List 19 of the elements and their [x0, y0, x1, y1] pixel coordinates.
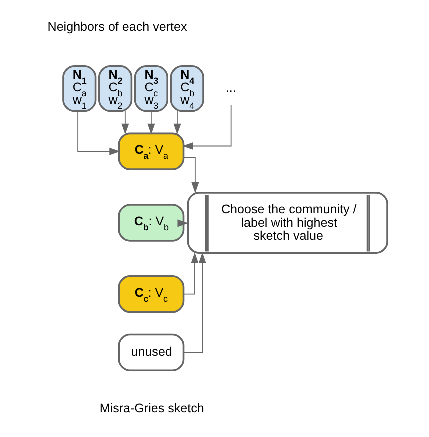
node-box: N$_{1}$ C$_{a}$ w$_{1}$ [62, 65, 97, 112]
node-box: C$_{c}$: V$_{c}$ [118, 276, 185, 314]
arrow [183, 157, 200, 194]
node-box: N$_{3}$ C$_{c}$ w$_{3}$ [134, 65, 168, 112]
arrow [183, 252, 199, 295]
label: Misra-Gries sketch [100, 402, 204, 416]
arrow [174, 111, 182, 135]
node-box: N$_{2}$ C$_{b}$ w$_{2}$ [98, 65, 133, 112]
arrow [122, 111, 130, 135]
arrow [148, 111, 156, 135]
node-box: N$_{4}$ C$_{b}$ w$_{4}$ [170, 65, 204, 112]
node-box: unused [118, 334, 185, 372]
arrow [178, 220, 188, 228]
node-box: C$_{a}$: V$_{a}$ [118, 132, 185, 170]
arrow [182, 104, 232, 150]
arrow [183, 252, 206, 354]
node-text: ... [226, 81, 236, 96]
label: Neighbors of each vertex [48, 20, 188, 34]
arrow [78, 111, 120, 156]
